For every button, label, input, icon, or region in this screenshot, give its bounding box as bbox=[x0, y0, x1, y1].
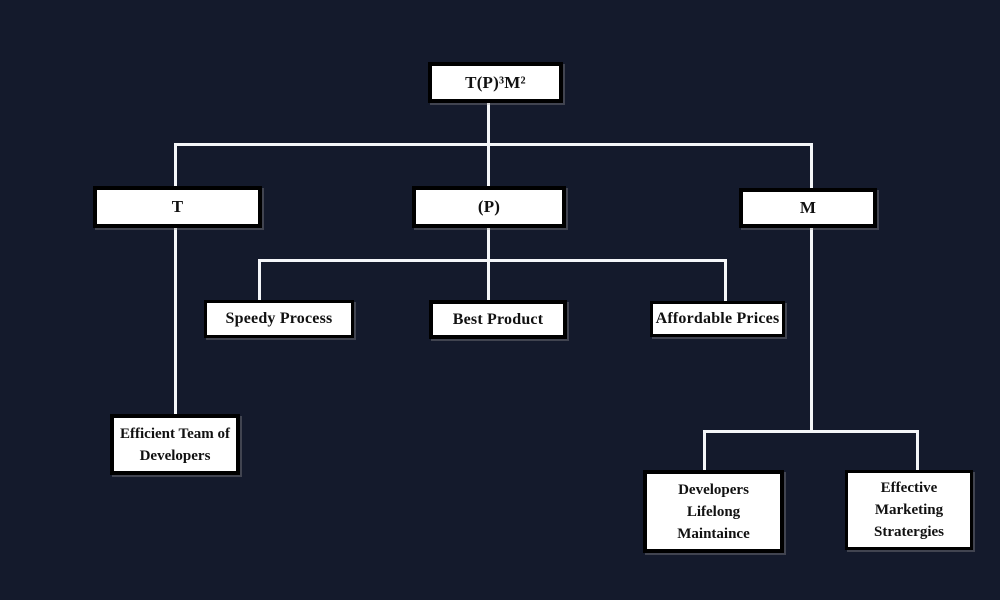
node-best-product-label: Best Product bbox=[452, 310, 544, 328]
node-marketing-strategies-line1: Effective bbox=[880, 480, 938, 496]
node-t-label: T bbox=[171, 197, 184, 216]
node-marketing-strategies-line3: Stratergies bbox=[874, 524, 944, 540]
node-marketing-strategies: Effective Marketing Stratergies bbox=[845, 470, 973, 550]
connector-affordable-drop bbox=[724, 259, 727, 302]
node-developers-maintenance: Developers Lifelong Maintaince bbox=[643, 470, 784, 553]
connector-m-children-horizontal bbox=[703, 430, 919, 433]
node-speedy-process: Speedy Process bbox=[204, 300, 354, 338]
connector-m-drop-top bbox=[810, 143, 813, 188]
node-t: T bbox=[93, 186, 262, 228]
node-affordable-prices-label: Affordable Prices bbox=[655, 310, 780, 327]
connector-p-drop bbox=[487, 228, 490, 302]
node-m: M bbox=[739, 188, 877, 228]
node-speedy-process-label: Speedy Process bbox=[225, 310, 333, 327]
connector-p-children-horizontal bbox=[258, 259, 727, 262]
connector-t-drop-top bbox=[174, 143, 177, 186]
node-p: (P) bbox=[412, 186, 566, 228]
node-efficient-team-line2: Developers bbox=[139, 447, 211, 464]
connector-speedy-drop bbox=[258, 259, 261, 301]
node-m-label: M bbox=[799, 198, 817, 217]
node-best-product: Best Product bbox=[429, 300, 567, 339]
connector-maintenance-drop bbox=[703, 430, 706, 471]
connector-strategies-drop bbox=[916, 430, 919, 471]
connector-level2-horizontal bbox=[174, 143, 813, 146]
node-affordable-prices: Affordable Prices bbox=[650, 301, 785, 337]
connector-m-drop-long bbox=[810, 228, 813, 433]
node-efficient-team: Efficient Team of Developers bbox=[110, 414, 240, 475]
node-developers-maintenance-line2: Lifelong bbox=[686, 503, 741, 520]
node-root: T(P)³M² bbox=[428, 62, 563, 103]
node-p-label: (P) bbox=[477, 197, 501, 216]
node-developers-maintenance-line1: Developers bbox=[678, 481, 749, 498]
node-root-label: T(P)³M² bbox=[465, 72, 526, 92]
connector-t-to-efficient bbox=[174, 228, 177, 415]
node-developers-maintenance-line3: Maintaince bbox=[677, 525, 750, 542]
node-marketing-strategies-line2: Marketing bbox=[874, 502, 944, 518]
node-efficient-team-line1: Efficient Team of bbox=[120, 425, 230, 442]
